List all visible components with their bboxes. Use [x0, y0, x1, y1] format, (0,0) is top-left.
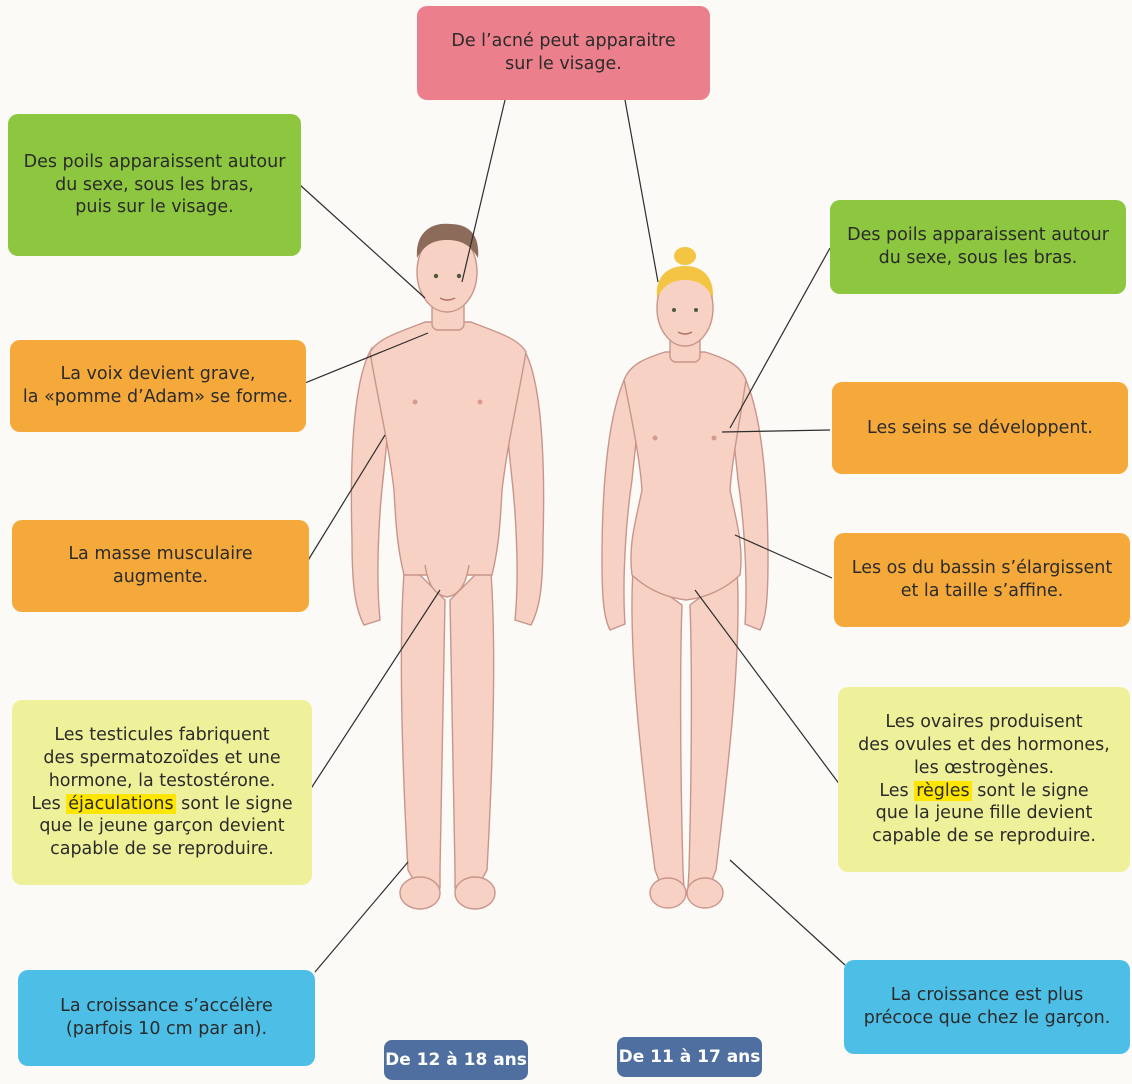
ejaculations-highlight: éjaculations [66, 794, 175, 814]
pelvis-label: Les os du bassin s’élargissent et la tai… [834, 533, 1130, 627]
girl-growth-label: La croissance est plus précoce que chez … [844, 960, 1130, 1054]
muscle-label: La masse musculaire augmente. [12, 520, 309, 612]
voice-label: La voix devient grave, la «pomme d’Adam»… [10, 340, 306, 432]
ovaries-label: Les ovaires produisent des ovules et des… [838, 687, 1130, 872]
boy-figure [351, 224, 543, 909]
acne-label: De l’acné peut apparaitre sur le visage. [417, 6, 710, 100]
breasts-label: Les seins se développent. [832, 382, 1128, 474]
boy-growth-label: La croissance s’accélère (parfois 10 cm … [18, 970, 315, 1066]
girl-figure [602, 247, 768, 908]
girl-hair-label: Des poils apparaissent autour du sexe, s… [830, 200, 1126, 294]
testes-label: Les testicules fabriquent des spermatozo… [12, 700, 312, 885]
boy-hair-label: Des poils apparaissent autour du sexe, s… [8, 114, 301, 256]
ovaries-text-pre: Les [879, 781, 914, 801]
girl-age-badge: De 11 à 17 ans [617, 1037, 762, 1077]
ovaries-text: Les ovaires produisent des ovules et des… [858, 712, 1110, 778]
testes-text: Les testicules fabriquent des spermatozo… [43, 725, 280, 791]
boy-age-badge: De 12 à 18 ans [384, 1040, 528, 1080]
testes-text-pre: Les [31, 794, 66, 814]
regles-highlight: règles [914, 781, 971, 801]
